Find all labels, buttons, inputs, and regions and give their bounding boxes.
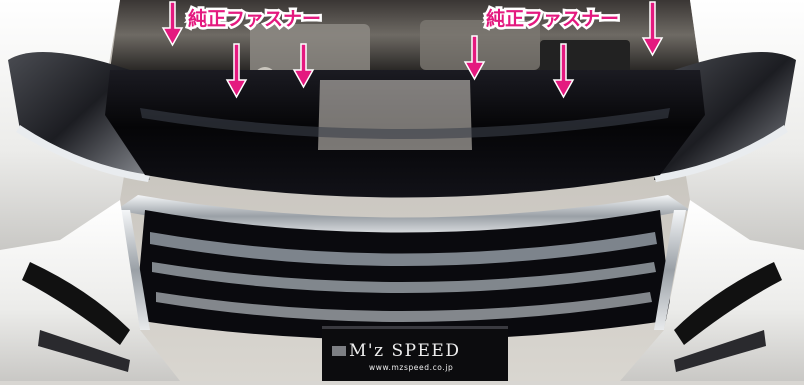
callout-left-outline: 純正ファスナー	[185, 6, 323, 33]
callout-right: 純正ファスナー 純正ファスナー	[483, 6, 621, 33]
license-plate-url: www.mzspeed.co.jp	[369, 363, 454, 372]
callout-right-outline: 純正ファスナー	[483, 6, 621, 33]
license-plate-brand: M'z SPEED	[349, 341, 461, 361]
callout-left: 純正ファスナー 純正ファスナー	[185, 6, 323, 33]
callout-right-text: 純正ファスナー	[486, 8, 620, 30]
callout-left-text: 純正ファスナー	[188, 8, 322, 30]
arrow-markers	[161, 1, 664, 99]
